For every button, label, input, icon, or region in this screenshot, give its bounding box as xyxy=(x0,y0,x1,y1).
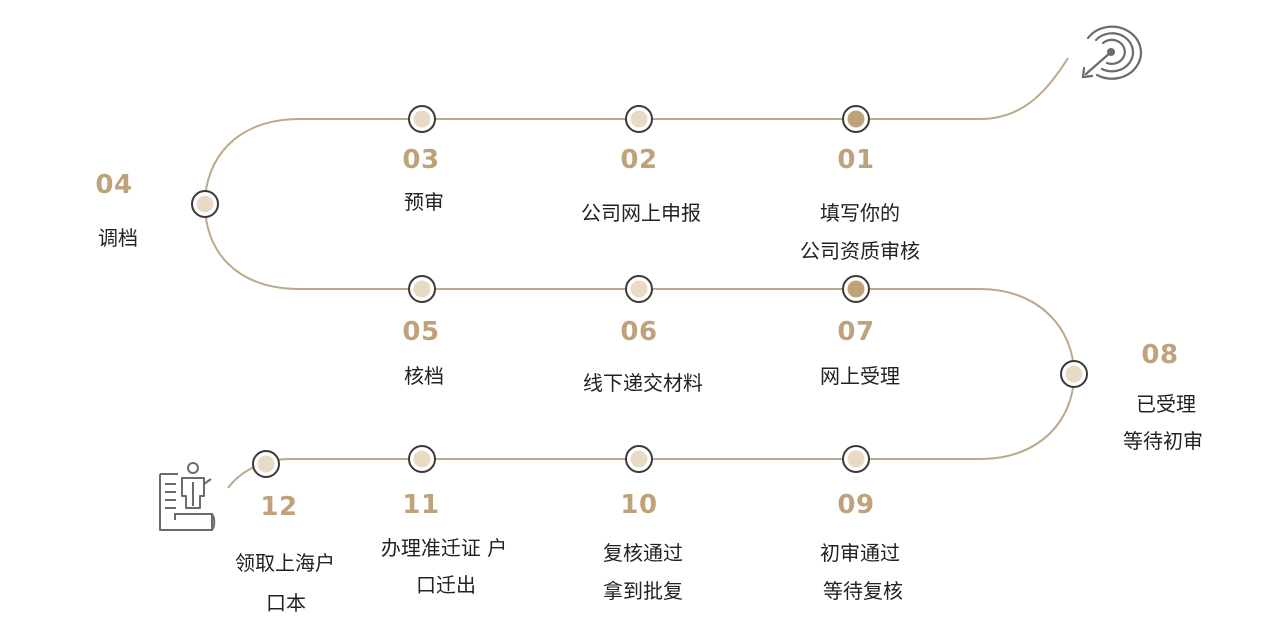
step-11-number: 11 xyxy=(402,490,440,520)
node-02 xyxy=(625,105,653,133)
step-08-label-line1: 已受理 xyxy=(1136,392,1196,416)
node-08 xyxy=(1060,360,1088,388)
step-10-label-line2: 拿到批复 xyxy=(603,579,683,603)
step-11-label-line2: 口迁出 xyxy=(416,573,476,597)
step-09-number: 09 xyxy=(837,490,875,520)
step-09-label-line1: 初审通过 xyxy=(820,541,900,565)
node-11 xyxy=(408,445,436,473)
step-12-number: 12 xyxy=(260,492,298,522)
step-03-label: 预审 xyxy=(404,190,444,214)
step-01-label-line1: 填写你的 xyxy=(820,201,900,225)
step-01-label-line2: 公司资质审核 xyxy=(800,239,920,263)
step-08-number: 08 xyxy=(1141,340,1179,370)
node-03 xyxy=(408,105,436,133)
step-04-label: 调档 xyxy=(98,226,138,250)
process-path xyxy=(203,57,1076,489)
step-07-label: 网上受理 xyxy=(820,364,900,388)
node-07 xyxy=(842,275,870,303)
node-01 xyxy=(842,105,870,133)
step-07-number: 07 xyxy=(837,317,875,347)
step-06-label: 线下递交材料 xyxy=(583,371,703,395)
step-08-label-line2: 等待初审 xyxy=(1123,429,1203,453)
step-05-label: 核档 xyxy=(404,364,444,388)
step-11-label-line1: 办理准迁证 户 xyxy=(380,536,508,560)
node-05 xyxy=(408,275,436,303)
step-04-number: 04 xyxy=(95,170,133,200)
step-01-number: 01 xyxy=(837,145,875,175)
step-02-number: 02 xyxy=(620,145,658,175)
target-icon xyxy=(1081,25,1143,80)
person-document-icon xyxy=(159,462,216,531)
step-10-label-line1: 复核通过 xyxy=(603,541,683,565)
step-06-number: 06 xyxy=(620,317,658,347)
step-12-label-line1: 领取上海户 xyxy=(235,551,335,575)
node-06 xyxy=(625,275,653,303)
step-05-number: 05 xyxy=(402,317,440,347)
step-12-label-line2: 口本 xyxy=(266,591,306,615)
step-09-label-line2: 等待复核 xyxy=(823,579,903,603)
node-04 xyxy=(191,190,219,218)
step-03-number: 03 xyxy=(402,145,440,175)
node-09 xyxy=(842,445,870,473)
step-10-number: 10 xyxy=(620,490,658,520)
node-10 xyxy=(625,445,653,473)
step-02-label: 公司网上申报 xyxy=(581,201,701,225)
node-12 xyxy=(252,450,280,478)
